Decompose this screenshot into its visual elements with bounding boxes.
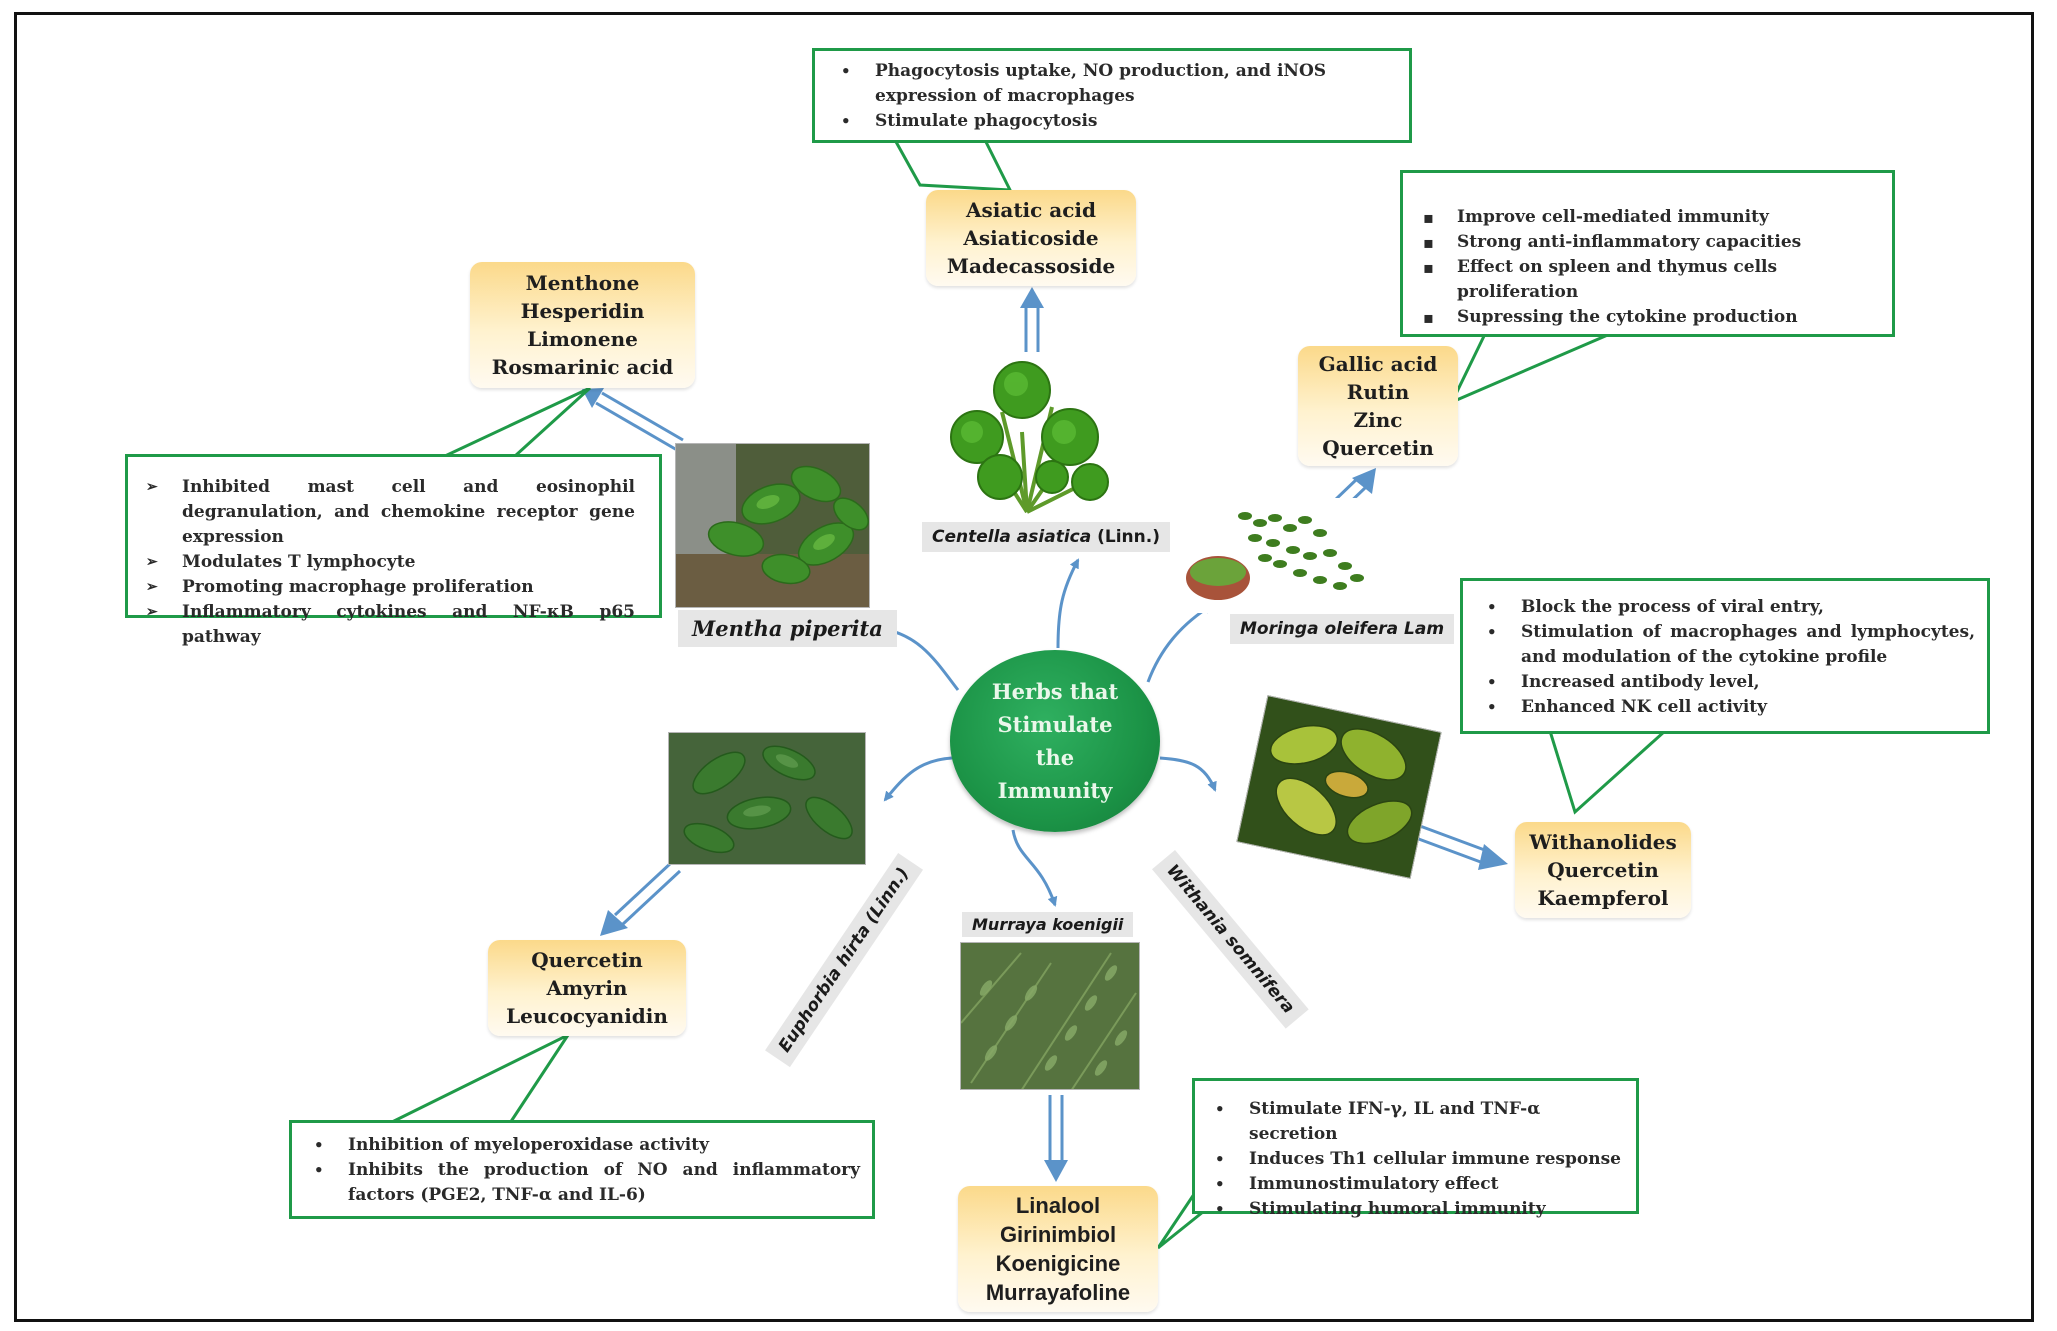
arrow-withania-head [1478,844,1508,870]
hub-connector-moringa [1146,603,1214,683]
compound-name: Quercetin [531,948,643,972]
compound-name: Madecassoside [946,254,1116,278]
arrow-moringa-head [1352,468,1376,494]
compounds-mentha: Menthone Hesperidin Limonene Rosmarinic … [470,262,695,388]
arrow-withania-compounds [1415,824,1491,866]
moringa-leaves-powder-photo [1185,498,1375,613]
callout-moringa-effects: Improve cell-mediated immunity Strong an… [1400,170,1895,337]
compound-name: Kaempferol [1537,886,1669,910]
plant-label-murraya: Murraya koenigii [962,912,1134,937]
callout-tail-euphorbia [389,1031,573,1125]
arrow-mentha-compounds [595,391,684,452]
compound-name: Zinc [1353,408,1403,432]
effect-item: Block the process of viral entry, [1475,595,1975,620]
effect-item: Effect on spleen and thymus cells prolif… [1411,255,1882,305]
hub-connector-centella [1056,558,1080,649]
arrow-centella-head [1020,287,1044,308]
effect-item: Induces Th1 cellular immune response [1203,1147,1628,1172]
plant-label-centella: Centella asiatica (Linn.) [922,522,1170,552]
centella-leaves-photo [942,352,1112,517]
compounds-centella: Asiatic acid Asiaticoside Madecassoside [926,190,1136,286]
compound-name: Leucocyanidin [506,1004,668,1028]
effect-item: Enhanced NK cell activity [1475,695,1975,720]
callout-tail-moringa [1448,332,1611,405]
effect-item: Stimulate phagocytosis [829,109,1399,134]
plant-name: Murraya koenigii [972,915,1124,934]
effect-item: Improve cell-mediated immunity [1411,205,1882,230]
arrow-mentha-head [582,388,604,408]
compound-name: Quercetin [1322,436,1434,460]
callout-tail-centella [893,139,1013,192]
effect-item: Promoting macrophage proliferation [136,575,635,600]
callout-mentha-effects: Inhibited mast cell and eosinophil degra… [125,454,662,647]
compounds-euphorbia: Quercetin Amyrin Leucocyanidin [488,940,686,1036]
effect-item: Inhibited mast cell and eosinophil degra… [136,475,635,550]
plant-name: Mentha piperita [692,616,883,641]
compound-name: Limonene [527,327,638,351]
compounds-murraya: Linalool Girinimbiol Koenigicine Murraya… [958,1186,1158,1312]
plant-name-suffix: (Linn.) [1091,527,1160,547]
effect-item: Strong anti-inflammatory capacities [1411,230,1882,255]
effect-item: Supressing the cytokine production [1411,305,1882,330]
withania-leaves-photo [1236,695,1442,879]
effect-item: Stimulate IFN-γ, IL and TNF-α secretion [1203,1097,1628,1147]
effect-item: Phagocytosis uptake, NO production, and … [829,59,1399,109]
arrow-centella-compounds [1024,305,1040,352]
effect-item: Increased antibody level, [1475,670,1975,695]
callout-euphorbia-effects: Inhibition of myeloperoxidase activity I… [289,1120,875,1219]
arrow-murraya-head [1044,1160,1068,1182]
arrow-murraya-compounds [1048,1095,1064,1162]
compound-name: Gallic acid [1318,352,1438,376]
compound-name: Rosmarinic acid [491,355,674,379]
compounds-withania: Withanolides Quercetin Kaempferol [1515,822,1691,918]
center-title: Herbs that Stimulate the Immunity [991,679,1119,803]
compound-name: Asiaticoside [963,226,1099,250]
plant-name: Moringa oleifera Lam [1240,619,1445,639]
compound-name: Hesperidin [520,299,645,323]
center-hub: Herbs that Stimulate the Immunity [950,650,1160,832]
callout-centella-effects: Phagocytosis uptake, NO production, and … [812,48,1412,143]
callout-tail-withania [1548,729,1667,815]
compound-name: Girinimbiol [999,1222,1117,1247]
compounds-moringa: Gallic acid Rutin Zinc Quercetin [1298,346,1458,466]
effect-item: Stimulation of macrophages and lymphocyt… [1475,620,1975,670]
plant-name: Centella asiatica [932,527,1092,547]
compound-name: Menthone [525,271,640,295]
effect-item: Inhibition of myeloperoxidase activity [302,1133,860,1158]
compound-name: Quercetin [1547,858,1659,882]
hub-connector-euphorbia [883,756,953,802]
effect-item: Modulates T lymphocyte [136,550,635,575]
effect-item: Immunostimulatory effect [1203,1172,1628,1197]
compound-name: Koenigicine [995,1251,1121,1276]
euphorbia-leaves-photo [668,732,866,865]
effect-item: Inflammatory cytokines and NF-κB p65 pat… [136,600,635,650]
compound-name: Asiatic acid [965,198,1097,222]
compound-name: Amyrin [546,976,628,1000]
murraya-leaves-photo [960,942,1140,1090]
arrow-euphorbia-head [600,910,628,936]
callout-murraya-effects: Stimulate IFN-γ, IL and TNF-α secretion … [1192,1078,1639,1222]
compound-name: Murrayafoline [985,1280,1131,1305]
callout-tail-mentha [444,386,592,458]
effect-item: Inhibits the production of NO and inflam… [302,1158,860,1208]
callout-withania-effects: Block the process of viral entry, Stimul… [1460,578,1990,734]
compound-name: Rutin [1346,380,1410,404]
hub-connector-murraya [1011,829,1058,907]
plant-label-mentha: Mentha piperita [678,610,897,647]
plant-label-moringa: Moringa oleifera Lam [1230,614,1455,644]
mentha-leaves-photo [675,443,870,608]
hub-connector-withania [1159,756,1217,792]
arrow-euphorbia-compounds [613,860,682,926]
compound-name: Linalool [1015,1193,1101,1218]
compound-name: Withanolides [1529,830,1677,854]
effect-item: Stimulating humoral immunity [1203,1197,1628,1222]
